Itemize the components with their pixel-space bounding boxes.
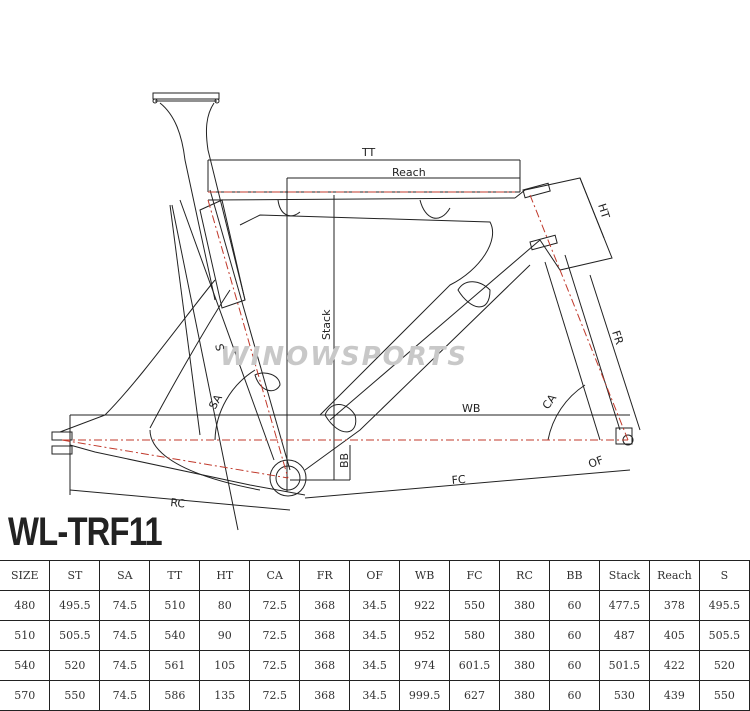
svg-text:WB: WB xyxy=(462,402,480,415)
svg-text:Stack: Stack xyxy=(320,309,333,340)
table-cell: 74.5 xyxy=(99,590,151,621)
svg-text:BB: BB xyxy=(338,453,351,468)
column-header: SA xyxy=(99,560,151,591)
column-header: Reach xyxy=(648,560,700,591)
table-cell: 60 xyxy=(548,620,600,651)
table-cell: 105 xyxy=(199,650,251,681)
column-header: RC xyxy=(499,560,550,591)
table-cell: 34.5 xyxy=(349,590,401,621)
column-header: OF xyxy=(349,560,401,591)
table-cell: 34.5 xyxy=(349,620,401,651)
table-cell: 480 xyxy=(0,590,51,621)
svg-text:TT: TT xyxy=(361,146,376,159)
table-cell: 505.5 xyxy=(49,620,101,651)
table-cell: 495.5 xyxy=(698,590,750,621)
table-cell: 368 xyxy=(299,590,351,621)
table-cell: 922 xyxy=(399,590,451,621)
column-header: TT xyxy=(149,560,201,591)
svg-text:OF: OF xyxy=(587,453,606,470)
table-cell: 501.5 xyxy=(598,650,650,681)
table-cell: 505.5 xyxy=(698,620,750,651)
table-cell: 540 xyxy=(0,650,51,681)
table-cell: 627 xyxy=(449,680,501,711)
table-cell: 72.5 xyxy=(249,620,301,651)
svg-text:S: S xyxy=(212,342,226,352)
column-header: SIZE xyxy=(0,560,51,591)
column-header: FR xyxy=(299,560,351,591)
svg-text:FC: FC xyxy=(451,473,466,487)
table-cell: 580 xyxy=(449,620,501,651)
watermark-text: WINOWSPORTS xyxy=(220,342,468,372)
table-cell: 90 xyxy=(199,620,251,651)
column-header: Stack xyxy=(598,560,650,591)
frame-geometry-diagram: WINOWSPORTS TT Reach HT Stack FR CA SA S… xyxy=(51,92,641,531)
table-cell: 135 xyxy=(199,680,251,711)
table-cell: 495.5 xyxy=(49,590,101,621)
table-cell: 34.5 xyxy=(349,650,401,681)
table-cell: 74.5 xyxy=(99,680,151,711)
table-cell: 368 xyxy=(299,620,351,651)
table-cell: 80 xyxy=(199,590,251,621)
table-cell: 378 xyxy=(648,590,700,621)
table-cell: 550 xyxy=(698,680,750,711)
table-cell: 487 xyxy=(598,620,650,651)
table-cell: 34.5 xyxy=(349,680,401,711)
table-cell: 520 xyxy=(49,650,101,681)
table-cell: 477.5 xyxy=(598,590,650,621)
table-cell: 368 xyxy=(299,680,351,711)
table-cell: 952 xyxy=(399,620,451,651)
table-cell: 540 xyxy=(149,620,201,651)
table-cell: 510 xyxy=(0,620,51,651)
table-cell: 380 xyxy=(499,680,550,711)
table-cell: 72.5 xyxy=(249,650,301,681)
table-cell: 601.5 xyxy=(449,650,501,681)
svg-text:FR: FR xyxy=(609,329,626,347)
table-cell: 550 xyxy=(449,590,501,621)
table-cell: 72.5 xyxy=(249,680,301,711)
column-header: BB xyxy=(548,560,600,591)
table-cell: 60 xyxy=(548,650,600,681)
column-header: CA xyxy=(249,560,301,591)
svg-text:Reach: Reach xyxy=(392,166,426,179)
column-header: S xyxy=(698,560,750,591)
svg-text:HT: HT xyxy=(595,202,612,221)
table-cell: 60 xyxy=(548,590,600,621)
table-cell: 520 xyxy=(698,650,750,681)
column-header: WB xyxy=(399,560,451,591)
table-cell: 368 xyxy=(299,650,351,681)
table-cell: 74.5 xyxy=(99,650,151,681)
saddle-icon xyxy=(152,92,246,301)
table-cell: 405 xyxy=(648,620,700,651)
table-cell: 422 xyxy=(648,650,700,681)
table-cell: 380 xyxy=(499,650,550,681)
model-title: WL-TRF11 xyxy=(8,510,163,554)
column-header: HT xyxy=(199,560,251,591)
table-cell: 72.5 xyxy=(249,590,301,621)
table-cell: 530 xyxy=(598,680,650,711)
table-cell: 561 xyxy=(149,650,201,681)
table-cell: 570 xyxy=(0,680,51,711)
table-cell: 586 xyxy=(149,680,201,711)
table-cell: 510 xyxy=(149,590,201,621)
table-cell: 74.5 xyxy=(99,620,151,651)
table-cell: 550 xyxy=(49,680,101,711)
table-cell: 380 xyxy=(499,590,550,621)
svg-text:RC: RC xyxy=(170,496,186,511)
column-header: ST xyxy=(49,560,101,591)
table-cell: 974 xyxy=(399,650,451,681)
table-cell: 380 xyxy=(499,620,550,651)
column-header: FC xyxy=(449,560,501,591)
table-cell: 439 xyxy=(648,680,700,711)
svg-text:CA: CA xyxy=(540,391,560,411)
table-cell: 999.5 xyxy=(399,680,451,711)
table-cell: 60 xyxy=(548,680,600,711)
